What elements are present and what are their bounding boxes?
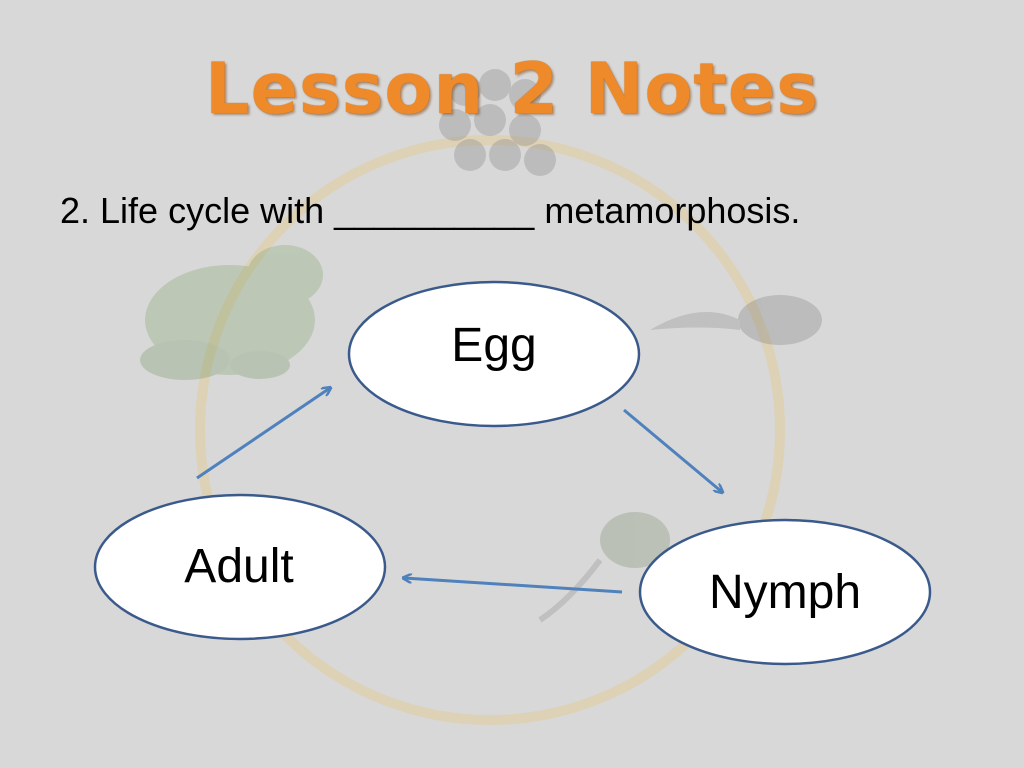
froglet-icon (538, 512, 670, 623)
adult-label: Adult (184, 540, 294, 593)
arrow-adult-to-egg (196, 388, 330, 480)
adult-node (93, 493, 387, 641)
frog-icon (140, 245, 323, 380)
egg-label: Egg (451, 319, 537, 372)
nymph-label: Nymph (708, 566, 862, 619)
arrow-egg-to-nymph (623, 408, 722, 492)
question-prompt: 2. Life cycle with __________ metamorpho… (60, 190, 801, 231)
egg-node (347, 280, 641, 428)
egg-cluster-icon (439, 69, 556, 176)
nymph-node (638, 518, 932, 666)
tadpole-icon (650, 295, 822, 345)
page-title: Lesson 2 Notes (204, 48, 820, 130)
arrow-nymph-to-adult (404, 578, 623, 594)
